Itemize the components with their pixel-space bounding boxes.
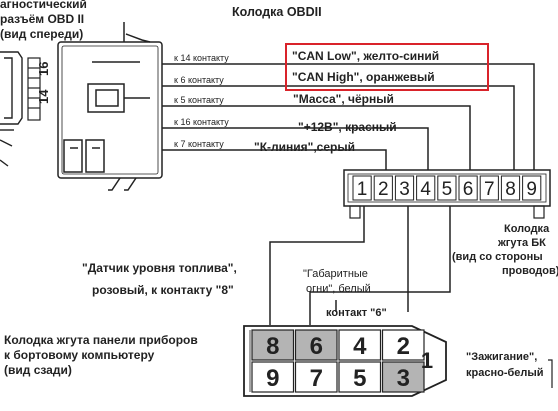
wire-label-power: "+12В", красный bbox=[298, 120, 397, 134]
fuel-sensor-label: "Датчик уровня топлива", розовый, к конт… bbox=[82, 261, 237, 297]
panel-cell bbox=[294, 329, 338, 361]
bk-terminal-caption: Колодка жгута БК (вид со стороны проводо… bbox=[452, 223, 558, 277]
wire-label-ground: "Масса", чёрный bbox=[293, 92, 394, 106]
contact-label-14: к 14 контакту bbox=[174, 53, 229, 63]
marker-lights-line1: "Габаритные bbox=[303, 268, 368, 280]
panel-cell-number: 7 bbox=[310, 365, 323, 392]
wire-k-line bbox=[162, 149, 387, 172]
bk-caption-line1: Колодка bbox=[504, 223, 550, 235]
obd-connector-caption: агностический разъём OBD II (вид спереди… bbox=[0, 0, 87, 41]
obd-caption-line1: агностический bbox=[0, 0, 87, 11]
ignition-label: "Зажигание", красно-белый bbox=[466, 351, 544, 379]
marker-lights-line2: огни", белый bbox=[306, 283, 371, 295]
bk-pin-number: 5 bbox=[442, 179, 453, 200]
panel-cell-number: 3 bbox=[397, 365, 410, 392]
contact-label-7: к 7 контакту bbox=[174, 139, 224, 149]
contact-labels: к 14 контакту к 6 контакту к 5 контакту … bbox=[174, 53, 229, 149]
panel-cell-number: 4 bbox=[353, 333, 367, 360]
panel-cell bbox=[381, 361, 425, 393]
bk-pin-cell bbox=[458, 175, 478, 201]
wire-can-high bbox=[162, 85, 515, 172]
panel-cell-number: 2 bbox=[397, 333, 410, 360]
bk-pin-number: 2 bbox=[378, 179, 389, 200]
ignition-line2: красно-белый bbox=[466, 367, 544, 379]
panel-wire-lines bbox=[269, 206, 451, 325]
marker-lights-label: "Габаритные огни", белый bbox=[303, 268, 371, 295]
wire-ground bbox=[162, 105, 471, 172]
bk-pin-cell bbox=[500, 175, 521, 201]
wire-power bbox=[162, 127, 429, 172]
bk-pin-number: 7 bbox=[484, 179, 495, 200]
bk-pin-number: 6 bbox=[463, 179, 474, 200]
wire-marker-lights bbox=[309, 206, 451, 325]
obd-caption-line2: разъём OBD II bbox=[0, 12, 84, 26]
fuel-sensor-line2: розовый, к контакту "8" bbox=[92, 283, 234, 297]
contact-label-5: к 5 контакту bbox=[174, 95, 224, 105]
panel-pin-1: 1 bbox=[421, 348, 433, 373]
panel-cell-number: 5 bbox=[353, 365, 366, 392]
wire-label-k-line: "К-линия",серый bbox=[254, 140, 355, 154]
bk-caption-line3: (вид со стороны bbox=[452, 251, 543, 263]
panel-cell-number: 6 bbox=[310, 333, 323, 360]
panel-cell bbox=[251, 329, 295, 361]
wire-fuel-sensor bbox=[269, 206, 365, 325]
panel-caption-line3: (вид сзади) bbox=[4, 363, 72, 377]
panel-cell-grid: 8 6 4 2 9 7 5 3 bbox=[251, 329, 425, 393]
bk-pin-number: 9 bbox=[526, 179, 537, 200]
contact-label-16: к 16 контакту bbox=[174, 117, 229, 127]
panel-cell-number: 8 bbox=[266, 333, 279, 360]
bk-pin-number: 4 bbox=[420, 179, 431, 200]
obd-connector-front bbox=[0, 51, 23, 167]
bk-pin-number: 1 bbox=[357, 179, 368, 200]
panel-harness-caption: Колодка жгута панели приборов к бортовом… bbox=[4, 333, 198, 377]
ignition-leader bbox=[548, 359, 553, 388]
wire-label-can-high: "CAN High", оранжевый bbox=[292, 70, 435, 84]
panel-cell bbox=[338, 329, 382, 361]
bk-pin-cell bbox=[416, 175, 436, 201]
diagram-title: Колодка OBDII bbox=[232, 5, 322, 19]
bk-pin-cell bbox=[437, 175, 457, 201]
bk-pin-cell bbox=[373, 175, 393, 201]
obd-pin-strip bbox=[27, 57, 41, 121]
panel-cell bbox=[294, 361, 338, 393]
obd-caption-line3: (вид спереди) bbox=[0, 27, 83, 41]
bk-pin-cell bbox=[479, 175, 499, 201]
bk-pin-cell bbox=[352, 175, 372, 201]
wire-labels: "CAN Low", желто-синий "CAN High", оранж… bbox=[254, 49, 439, 154]
panel-caption-line2: к бортовому компьютеру bbox=[4, 348, 155, 362]
contact6-label: контакт "6" bbox=[326, 307, 387, 319]
bk-pin-number: 8 bbox=[505, 179, 516, 200]
bk-caption-line4: проводов) bbox=[502, 265, 558, 277]
panel-cell bbox=[338, 361, 382, 393]
panel-caption-line1: Колодка жгута панели приборов bbox=[4, 333, 198, 347]
bk-pin-cell bbox=[394, 175, 415, 201]
obd-pin-14-label: 14 bbox=[36, 89, 51, 104]
bk-pin-cell bbox=[522, 175, 542, 201]
contact-label-6: к 6 контакту bbox=[174, 75, 224, 85]
obd-pin-16-label: 16 bbox=[36, 62, 51, 76]
bk-pin-number: 3 bbox=[399, 179, 410, 200]
obd-connector-body bbox=[57, 22, 163, 191]
panel-cell-number: 9 bbox=[266, 365, 279, 392]
panel-cell bbox=[381, 329, 425, 361]
ignition-line1: "Зажигание", bbox=[466, 351, 537, 363]
bk-caption-line2: жгута БК bbox=[497, 237, 546, 249]
fuel-sensor-line1: "Датчик уровня топлива", bbox=[82, 261, 237, 275]
wire-label-can-low: "CAN Low", желто-синий bbox=[292, 49, 439, 63]
can-highlight-box bbox=[285, 43, 489, 91]
panel-cell bbox=[251, 361, 295, 393]
